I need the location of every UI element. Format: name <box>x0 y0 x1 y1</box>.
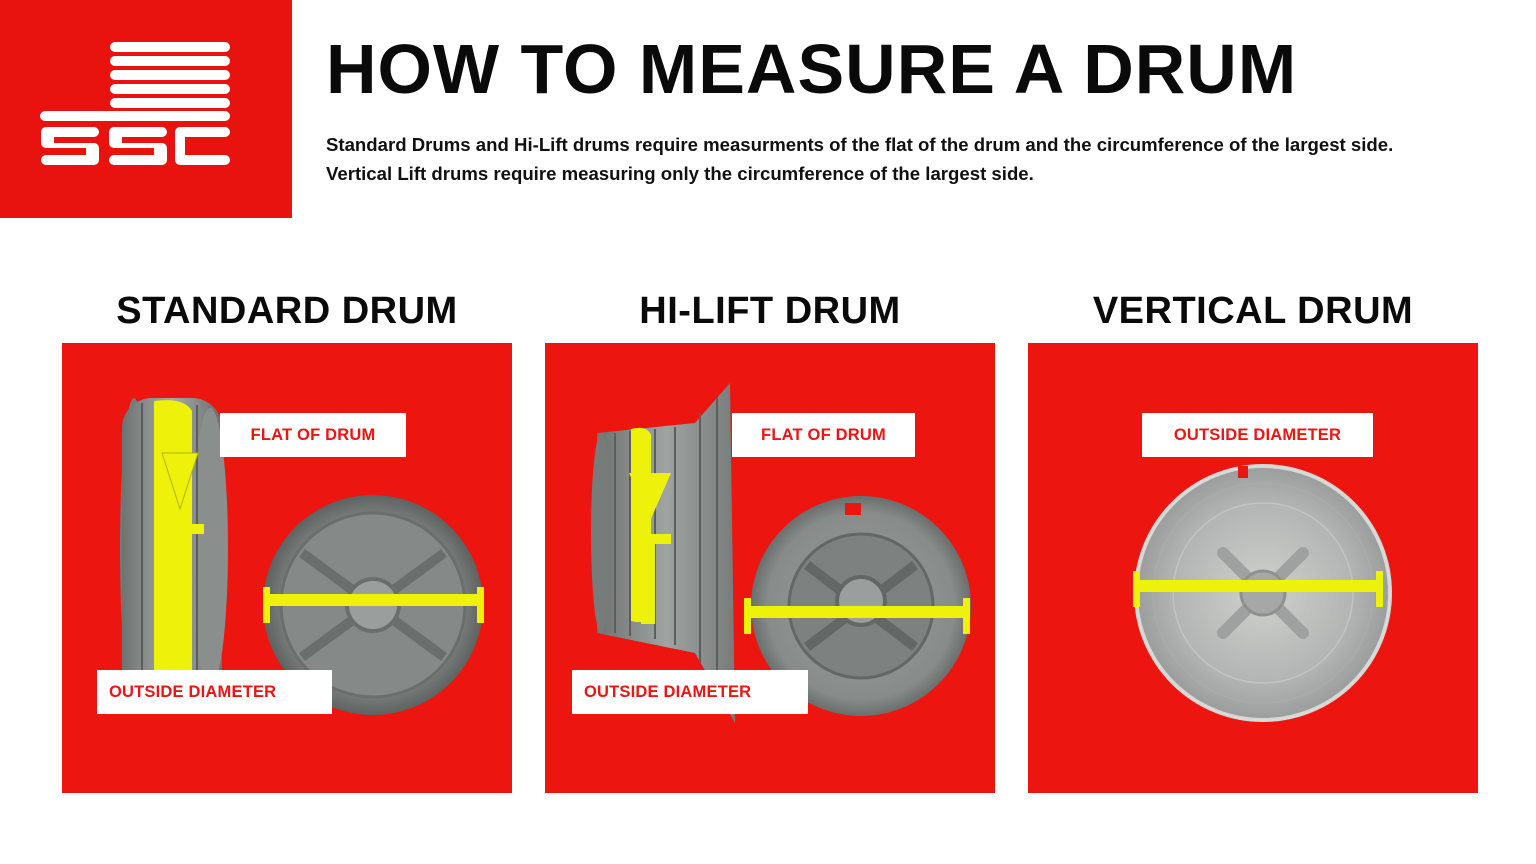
ssc-logo <box>0 0 292 218</box>
flat-of-drum-label: FLAT OF DRUM <box>732 413 915 457</box>
section-title-standard: STANDARD DRUM <box>116 290 458 332</box>
flat-of-drum-label: FLAT OF DRUM <box>220 413 406 457</box>
standard-drum-illustration <box>120 398 484 715</box>
hi-lift-drum-panel: FLAT OF DRUM OUTSIDE DIAMETER <box>545 343 995 793</box>
outside-diameter-label: OUTSIDE DIAMETER <box>97 670 332 714</box>
section-title-hi-lift: HI-LIFT DRUM <box>639 290 901 332</box>
outside-diameter-label: OUTSIDE DIAMETER <box>1142 413 1373 457</box>
outside-diameter-label: OUTSIDE DIAMETER <box>572 670 808 714</box>
page-subtitle: Standard Drums and Hi-Lift drums require… <box>326 134 1394 184</box>
hi-lift-drum-illustration <box>591 383 971 723</box>
vertical-drum-illustration <box>1133 464 1392 722</box>
section-title-vertical: VERTICAL DRUM <box>1092 290 1414 332</box>
vertical-drum-panel: OUTSIDE DIAMETER <box>1028 343 1478 793</box>
standard-drum-panel: FLAT OF DRUM OUTSIDE DIAMETER <box>62 343 512 793</box>
page-title: HOW TO MEASURE A DRUM <box>326 30 1298 108</box>
ssc-logo-mark <box>40 42 230 165</box>
